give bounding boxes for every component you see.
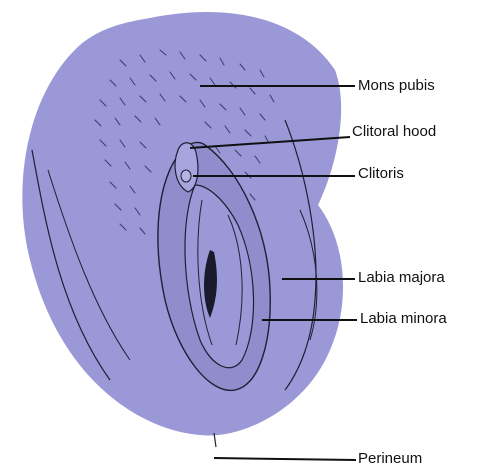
- label-labia-minora: Labia minora: [360, 311, 447, 326]
- clitoris-shape: [181, 170, 191, 182]
- label-clitoris: Clitoris: [358, 166, 404, 181]
- label-mons-pubis: Mons pubis: [358, 78, 435, 93]
- label-perineum: Perineum: [358, 451, 422, 466]
- leader-perineum: [214, 458, 356, 460]
- label-labia-majora: Labia majora: [358, 270, 445, 285]
- label-clitoral-hood: Clitoral hood: [352, 124, 436, 139]
